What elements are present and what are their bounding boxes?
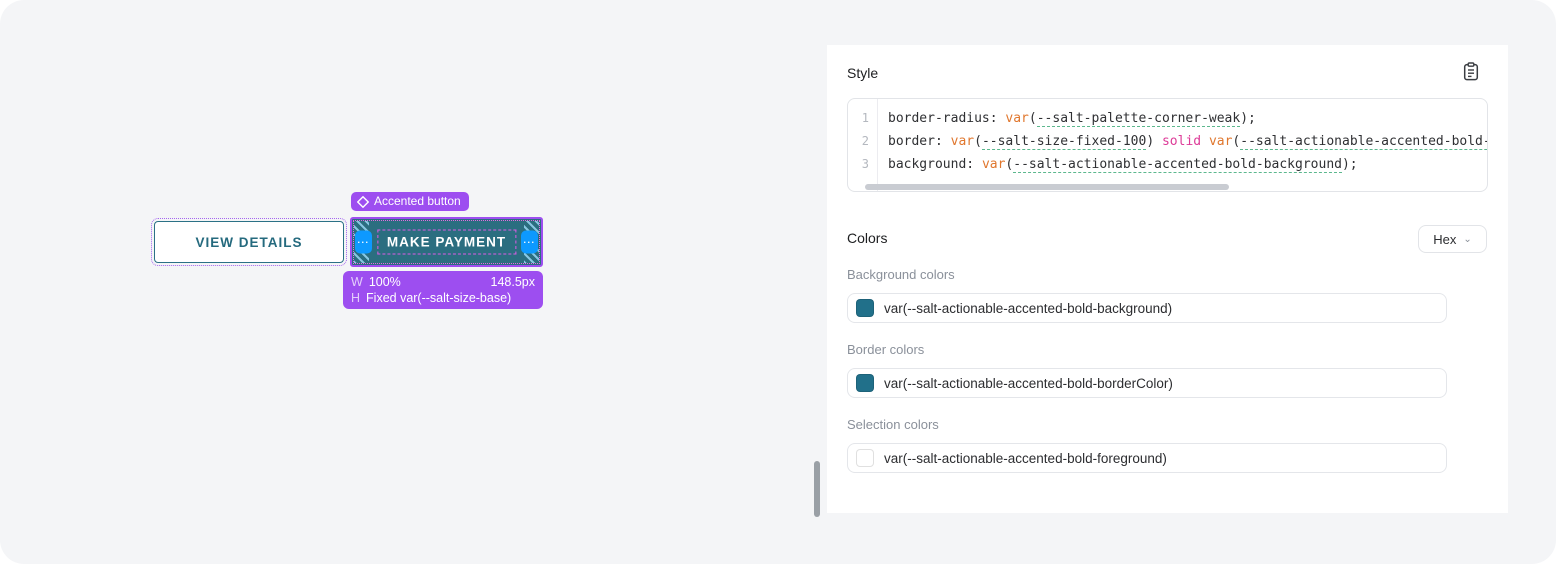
size-overlay: W 100% 148.5px H Fixed var(--salt-size-b… <box>343 271 543 309</box>
copy-code-button[interactable] <box>1460 60 1482 82</box>
code-line: background: var(--salt-actionable-accent… <box>888 157 1358 173</box>
width-pixels: 148.5px <box>490 275 535 289</box>
color-token-value: var(--salt-actionable-accented-bold-fore… <box>884 450 1167 466</box>
chevron-down-icon: ⌄ <box>1463 233 1472 245</box>
height-value: Fixed var(--salt-size-base) <box>366 291 512 305</box>
color-format-value: Hex <box>1433 231 1457 247</box>
line-number: 2 <box>861 134 869 148</box>
inspect-panel: Style 1 2 3 border-radius: var(--salt-pale… <box>827 45 1508 513</box>
color-group-label: Selection colors <box>847 417 939 432</box>
height-key: H <box>351 291 361 305</box>
width-key: W <box>351 275 363 289</box>
color-group-label: Border colors <box>847 342 925 357</box>
line-number: 3 <box>861 157 869 171</box>
code-gutter: 1 2 3 <box>848 99 878 191</box>
color-swatch <box>856 299 874 317</box>
code-horizontal-scrollbar[interactable] <box>865 184 1229 190</box>
padding-handle-right[interactable]: ··· <box>521 230 538 254</box>
code-line: border-radius: var(--salt-palette-corner… <box>888 111 1256 127</box>
view-details-label: VIEW DETAILS <box>195 234 303 250</box>
line-number: 1 <box>861 111 869 125</box>
panel-vertical-scrollbar[interactable] <box>814 461 820 517</box>
selected-accented-button[interactable]: ··· ··· MAKE PAYMENT <box>350 217 543 267</box>
padding-handle-left[interactable]: ··· <box>355 230 372 254</box>
component-tooltip: Accented button <box>351 192 469 211</box>
color-token-value: var(--salt-actionable-accented-bold-back… <box>884 300 1173 316</box>
color-group-label: Background colors <box>847 267 955 282</box>
color-token-row[interactable]: var(--salt-actionable-accented-bold-fore… <box>847 443 1447 473</box>
color-token-value: var(--salt-actionable-accented-bold-bord… <box>884 375 1173 391</box>
width-value: 100% <box>368 275 401 289</box>
code-lines: border-radius: var(--salt-palette-corner… <box>878 99 1487 191</box>
color-swatch <box>856 449 874 467</box>
diamond-icon <box>357 195 369 208</box>
code-line: border: var(--salt-size-fixed-100) solid… <box>888 130 1487 153</box>
colors-section-title: Colors <box>847 230 888 246</box>
clipboard-icon <box>1463 61 1479 80</box>
view-details-button[interactable]: VIEW DETAILS <box>151 218 347 266</box>
color-format-dropdown[interactable]: Hex ⌄ <box>1418 225 1487 253</box>
style-section-title: Style <box>847 65 879 81</box>
color-token-row[interactable]: var(--salt-actionable-accented-bold-back… <box>847 293 1447 323</box>
color-token-row[interactable]: var(--salt-actionable-accented-bold-bord… <box>847 368 1447 398</box>
color-groups: Background colors var(--salt-actionable-a… <box>847 267 1447 492</box>
make-payment-label: MAKE PAYMENT <box>376 229 517 255</box>
style-code-block[interactable]: 1 2 3 border-radius: var(--salt-palette-co… <box>847 98 1488 192</box>
tooltip-label: Accented button <box>374 194 461 208</box>
color-swatch <box>856 374 874 392</box>
